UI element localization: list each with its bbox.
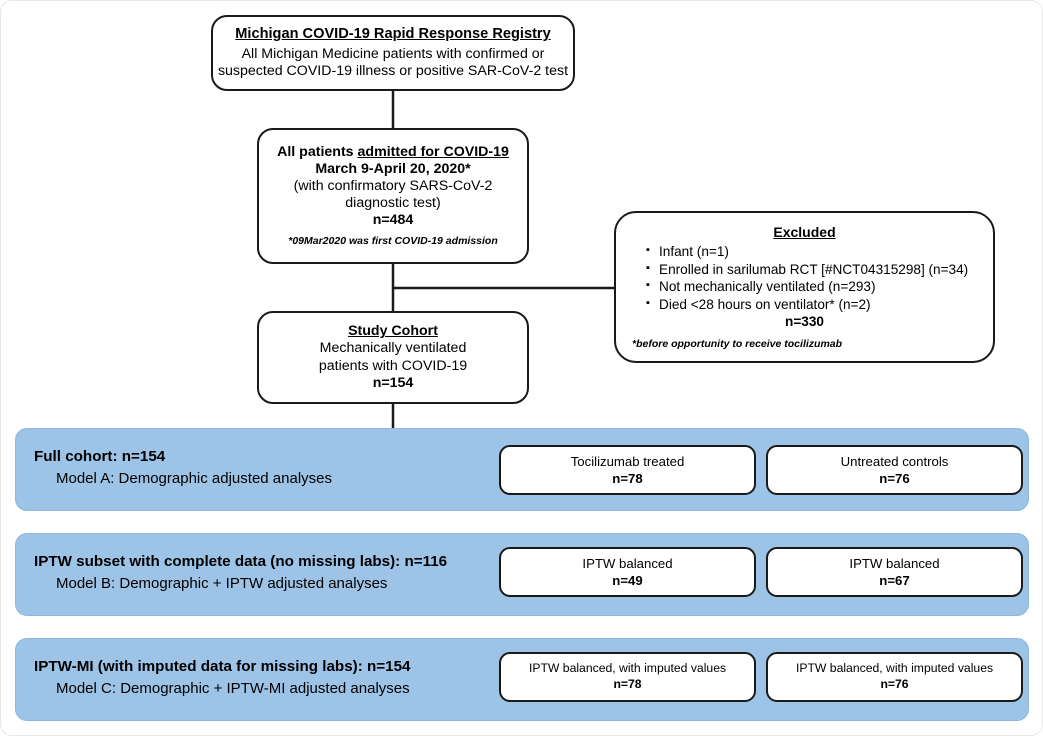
band-c-headline: IPTW-MI (with imputed data for missing l… bbox=[34, 658, 411, 675]
node-registry: Michigan COVID-19 Rapid Response Registr… bbox=[211, 15, 575, 91]
arm-label: IPTW balanced bbox=[582, 555, 673, 571]
node-admitted: All patients admitted for COVID-19 March… bbox=[257, 128, 529, 264]
excluded-list-item: ▪ Not mechanically ventilated (n=293) bbox=[646, 278, 979, 296]
arm-box-iptw-mi-treated: IPTW balanced, with imputed values n=78 bbox=[499, 652, 756, 702]
band-b-model: Model B: Demographic + IPTW adjusted ana… bbox=[56, 574, 388, 592]
registry-title: Michigan COVID-19 Rapid Response Registr… bbox=[235, 26, 551, 43]
excluded-list: ▪ Infant (n=1) ▪ Enrolled in sarilumab RCT… bbox=[630, 243, 979, 313]
arm-count: n=49 bbox=[612, 573, 643, 588]
excluded-list-item: ▪ Died <28 hours on ventilator* (n=2) bbox=[646, 296, 979, 314]
cohort-line-2: patients with COVID-19 bbox=[318, 357, 468, 374]
arm-label: IPTW balanced, with imputed values bbox=[528, 661, 727, 676]
excluded-item-text: Not mechanically ventilated (n=293) bbox=[659, 279, 876, 295]
arm-box-iptw-mi-control: IPTW balanced, with imputed values n=76 bbox=[766, 652, 1023, 702]
node-excluded: Excluded ▪ Infant (n=1) ▪ Enrolled in sari… bbox=[614, 211, 995, 363]
admitted-line-1: All patients admitted for COVID-19 bbox=[277, 144, 509, 161]
cohort-title: Study Cohort bbox=[348, 323, 438, 340]
node-study-cohort: Study Cohort Mechanically ventilated pat… bbox=[257, 311, 529, 404]
square-bullet-icon: ▪ bbox=[646, 244, 650, 256]
admitted-line-3: (with confirmatory SARS-CoV-2 bbox=[293, 178, 493, 195]
excluded-list-item: ▪ Enrolled in sarilumab RCT [#NCT04315298… bbox=[646, 261, 979, 279]
square-bullet-icon: ▪ bbox=[646, 279, 650, 292]
arm-label: IPTW balanced bbox=[849, 555, 940, 571]
registry-line-1: All Michigan Medicine patients with conf… bbox=[241, 45, 545, 62]
admitted-count: n=484 bbox=[372, 212, 414, 229]
excluded-title: Excluded bbox=[773, 224, 836, 240]
band-c-model: Model C: Demographic + IPTW-MI adjusted … bbox=[56, 679, 410, 697]
admitted-footnote: *09Mar2020 was first COVID-19 admission bbox=[288, 235, 498, 248]
band-a-model: Model A: Demographic adjusted analyses bbox=[56, 469, 332, 487]
admitted-line-2: March 9-April 20, 2020* bbox=[315, 161, 471, 178]
arm-label: IPTW balanced, with imputed values bbox=[795, 661, 994, 676]
arm-box-iptw-balanced-control: IPTW balanced n=67 bbox=[766, 547, 1023, 597]
excluded-item-text: Died <28 hours on ventilator* (n=2) bbox=[659, 296, 871, 312]
band-a-label: Full cohort: n=154 Model A: Demographic … bbox=[34, 446, 332, 489]
excluded-list-item: ▪ Infant (n=1) bbox=[646, 243, 979, 261]
admitted-line-1-prefix: All patients bbox=[277, 144, 358, 161]
square-bullet-icon: ▪ bbox=[646, 261, 650, 274]
registry-line-2: suspected COVID-19 illness or positive S… bbox=[217, 62, 569, 79]
band-b-headline: IPTW subset with complete data (no missi… bbox=[34, 553, 448, 570]
cohort-line-1: Mechanically ventilated bbox=[319, 340, 467, 357]
arm-count: n=78 bbox=[613, 677, 642, 691]
excluded-item-text: Infant (n=1) bbox=[659, 244, 729, 259]
band-c-label: IPTW-MI (with imputed data for missing l… bbox=[34, 656, 410, 699]
arm-box-tocilizumab-treated: Tocilizumab treated n=78 bbox=[499, 445, 756, 495]
band-b-label: IPTW subset with complete data (no missi… bbox=[34, 551, 447, 594]
arm-count: n=67 bbox=[879, 573, 910, 588]
arm-count: n=76 bbox=[879, 471, 910, 486]
excluded-total: n=330 bbox=[785, 314, 824, 330]
arm-label: Untreated controls bbox=[840, 453, 949, 469]
arm-count: n=76 bbox=[880, 677, 909, 691]
admitted-line-4: diagnostic test) bbox=[345, 195, 441, 212]
arm-count: n=78 bbox=[612, 471, 643, 486]
excluded-item-text: Enrolled in sarilumab RCT [#NCT04315298]… bbox=[659, 261, 969, 277]
arm-box-iptw-balanced-treated: IPTW balanced n=49 bbox=[499, 547, 756, 597]
arm-box-untreated-controls: Untreated controls n=76 bbox=[766, 445, 1023, 495]
cohort-count: n=154 bbox=[372, 374, 414, 391]
square-bullet-icon: ▪ bbox=[646, 296, 650, 309]
arm-label: Tocilizumab treated bbox=[570, 453, 685, 469]
band-a-headline: Full cohort: n=154 bbox=[34, 448, 166, 465]
admitted-line-1-underlined: admitted for COVID-19 bbox=[357, 144, 509, 161]
excluded-footnote: *before opportunity to receive tocilizum… bbox=[632, 338, 843, 351]
